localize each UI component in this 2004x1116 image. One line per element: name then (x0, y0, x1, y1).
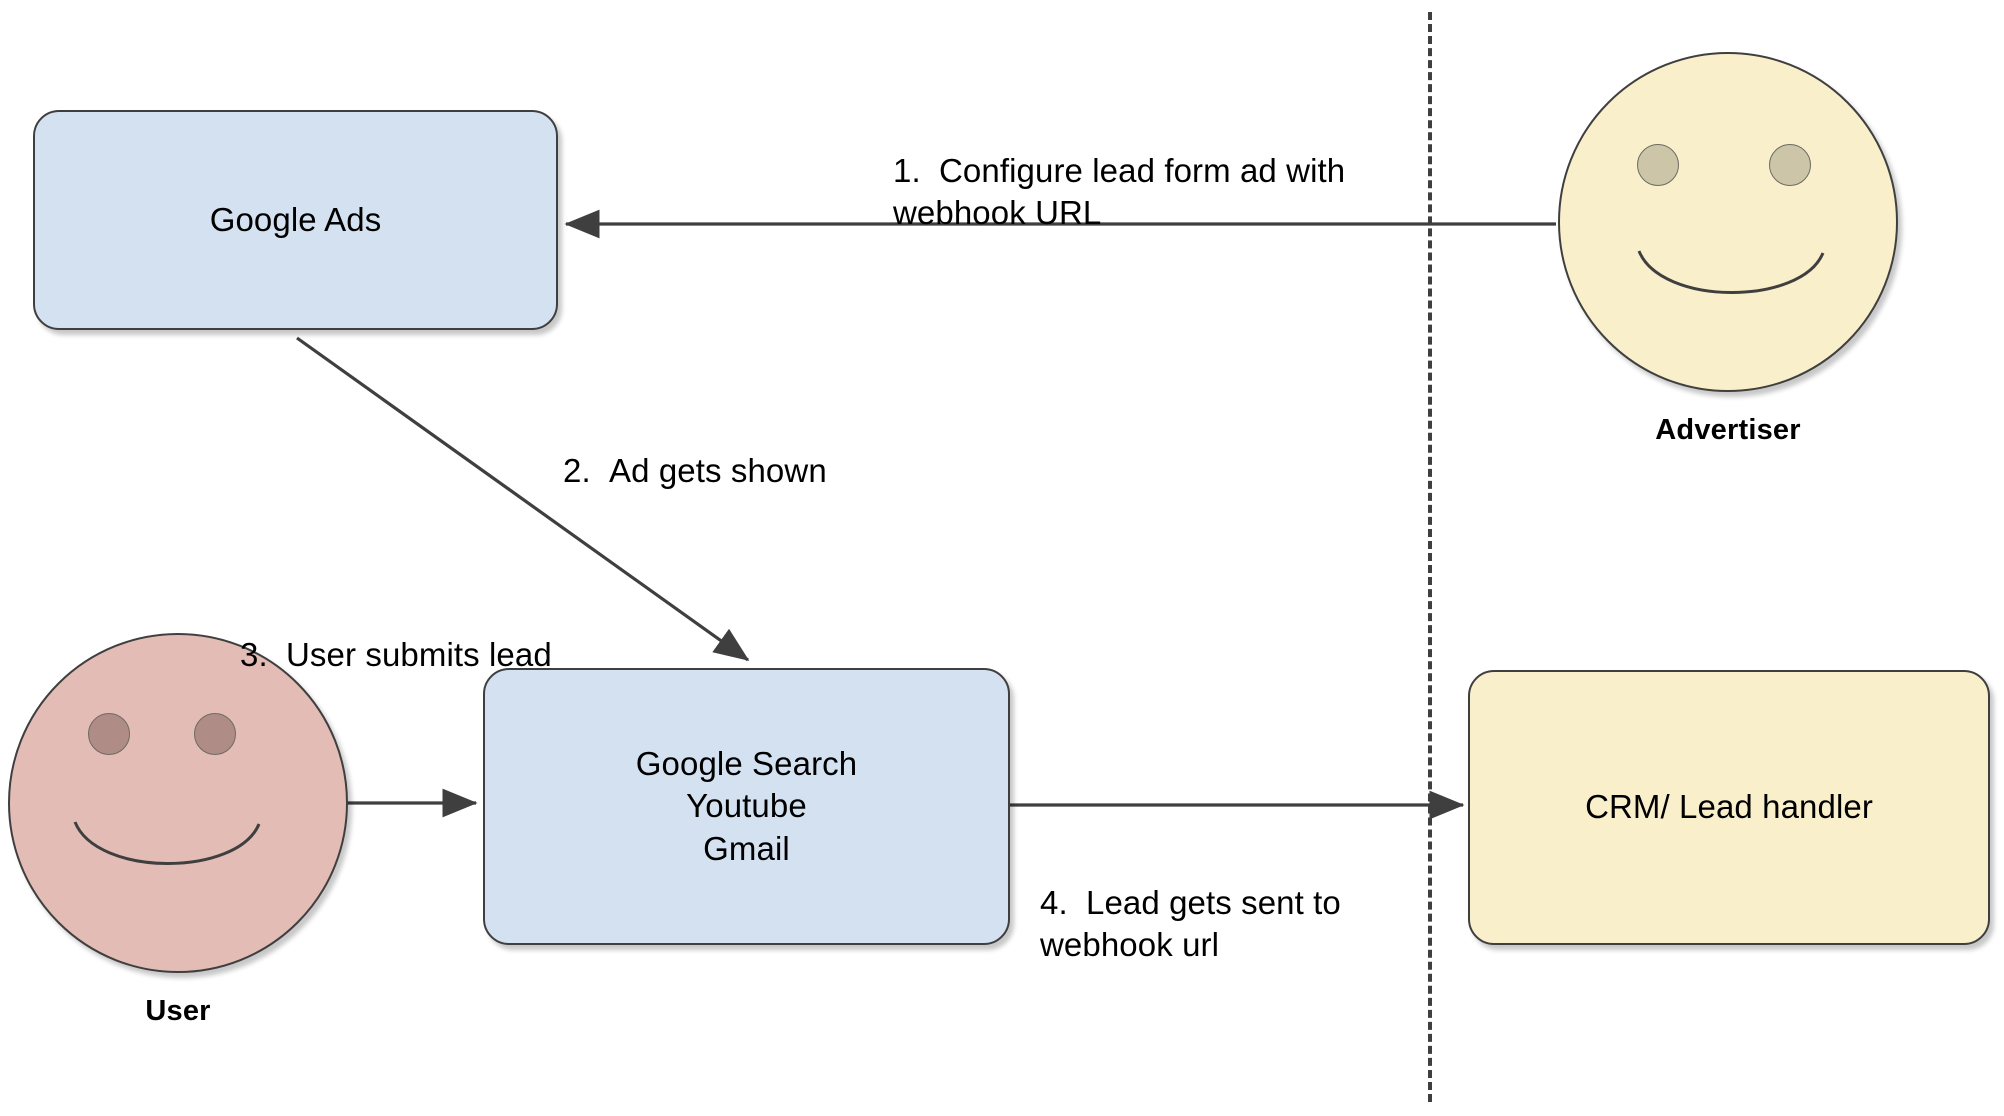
node-google-ads-label: Google Ads (209, 200, 382, 238)
step-3-number: 3. (240, 636, 268, 674)
step-4-number: 4. (1040, 884, 1068, 922)
user-face-circle (8, 633, 348, 973)
node-crm-lead-handler[interactable]: CRM/ Lead handler (1468, 670, 1990, 945)
actor-advertiser-label: Advertiser (1655, 414, 1801, 446)
user-smile-icon (73, 821, 261, 865)
advertiser-face-circle (1558, 52, 1898, 392)
node-google-properties-label: Google Search Youtube Gmail (635, 745, 858, 867)
advertiser-left-eye-icon (1637, 144, 1679, 186)
step-2-text: Ad gets shown (609, 452, 827, 490)
actor-user-label: User (145, 995, 211, 1027)
actor-user[interactable]: User (8, 633, 348, 1033)
user-left-eye-icon (88, 713, 130, 755)
advertiser-smile-icon (1637, 250, 1825, 294)
step-label-1: 1.Configure lead form ad with webhook UR… (893, 108, 1393, 235)
step-1-number: 1. (893, 152, 921, 190)
actor-advertiser[interactable]: Advertiser (1558, 52, 1898, 452)
step-4-text: Lead gets sent to webhook url (1040, 884, 1341, 964)
step-label-4: 4.Lead gets sent to webhook url (1040, 840, 1460, 967)
step-label-3: 3. User submits lead (240, 592, 640, 676)
node-google-properties[interactable]: Google Search Youtube Gmail (483, 668, 1010, 945)
advertiser-right-eye-icon (1769, 144, 1811, 186)
step-2-number: 2. (563, 452, 591, 490)
step-3-text: User submits lead (286, 636, 552, 674)
user-right-eye-icon (194, 713, 236, 755)
google-advertiser-boundary-divider (1428, 12, 1432, 1102)
step-1-text: Configure lead form ad with webhook URL (893, 152, 1346, 232)
node-google-ads[interactable]: Google Ads (33, 110, 558, 330)
node-crm-lead-handler-label: CRM/ Lead handler (1585, 788, 1873, 826)
step-label-2: 2. Ad gets shown (563, 408, 963, 492)
